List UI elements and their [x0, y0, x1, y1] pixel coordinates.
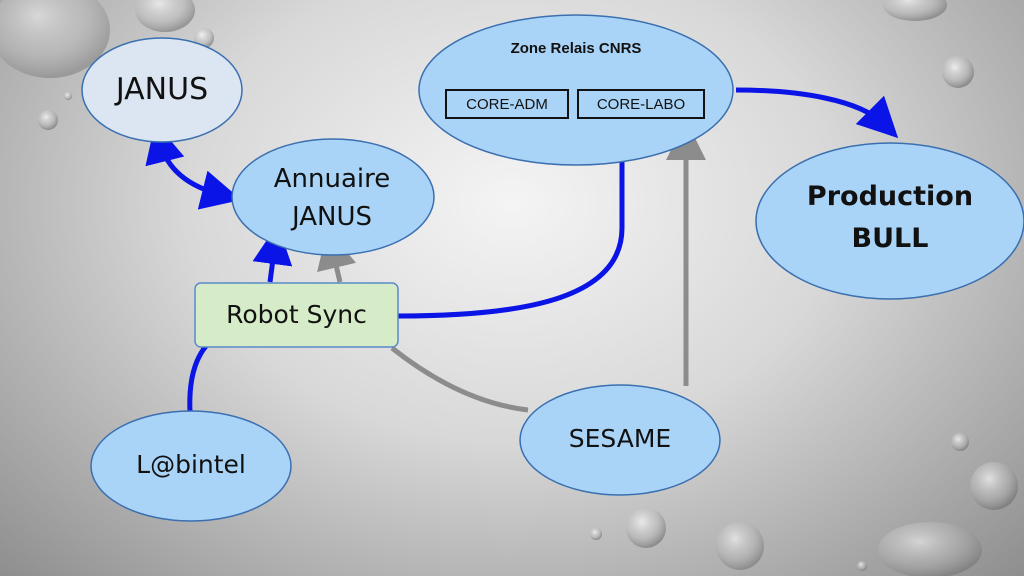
link-zone-production [735, 87, 899, 139]
janus-label: JANUS [115, 72, 209, 107]
link-robot-corelabo [397, 112, 642, 319]
node-janus-shape [81, 37, 243, 143]
link-sesame-robot [390, 346, 529, 413]
labintel-label: L@bintel [136, 450, 246, 479]
node-production-shape [755, 142, 1024, 300]
zone-title: Zone Relais CNRS [510, 40, 642, 57]
link-labintel-robot [187, 344, 208, 413]
node-robot-shape [194, 282, 399, 348]
production-label-line2: BULL [851, 223, 929, 254]
node-labintel-shape [90, 410, 292, 522]
production-label: Production BULL [756, 176, 1024, 260]
link-janus-annuaire [145, 122, 242, 210]
node-sesame-shape [519, 384, 721, 496]
annuaire-label: Annuaire JANUS [232, 160, 432, 236]
node-annuaire-shape [231, 138, 435, 256]
robot-sync-label: Robot Sync [226, 300, 367, 329]
node-zone-shape [418, 14, 734, 166]
link-robot-annuaire [252, 224, 293, 283]
annuaire-label-line2: JANUS [292, 202, 372, 232]
annuaire-label-line1: Annuaire [273, 164, 391, 194]
production-label-line1: Production [806, 181, 974, 212]
core-adm-box: CORE-ADM [445, 89, 569, 119]
core-labo-box: CORE-LABO [577, 89, 705, 119]
sesame-label: SESAME [568, 424, 672, 453]
